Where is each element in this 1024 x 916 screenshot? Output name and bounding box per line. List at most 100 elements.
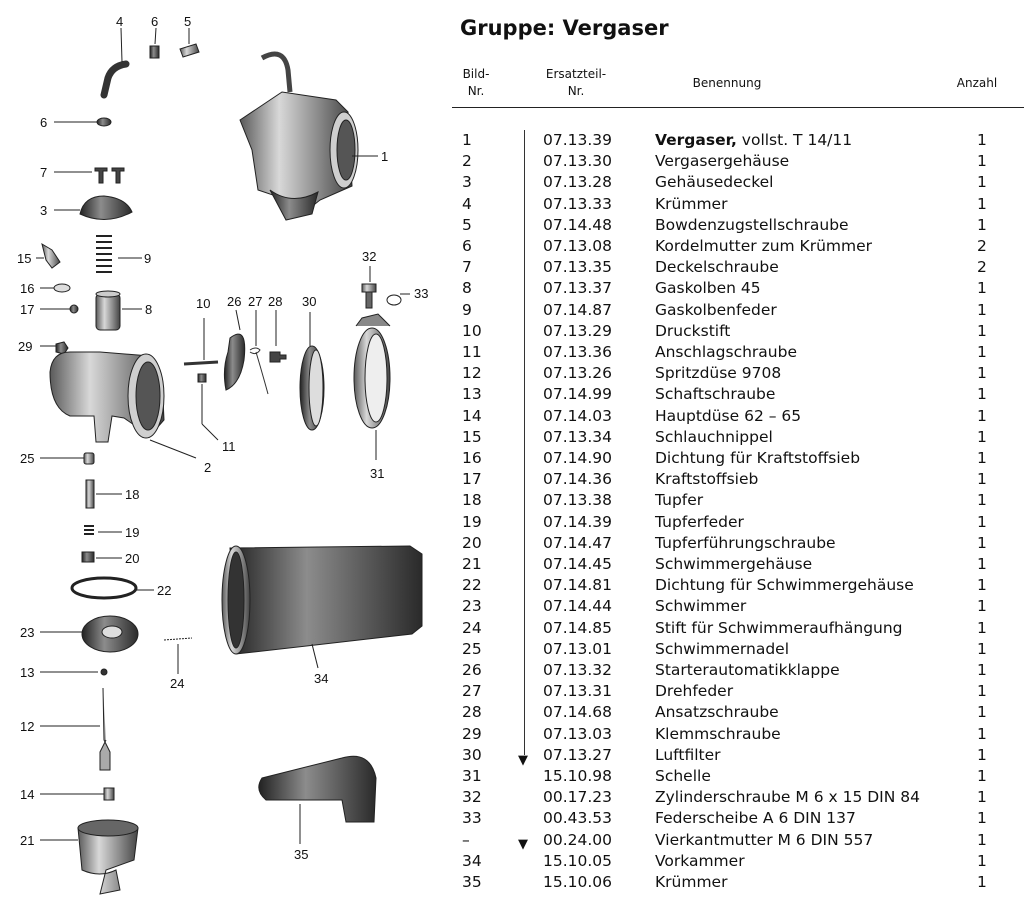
callout-21: 21 bbox=[20, 833, 34, 848]
row-benennung: Schaftschraube bbox=[655, 384, 775, 405]
header-bild-line2: Nr. bbox=[467, 84, 485, 98]
callout-19: 19 bbox=[125, 525, 139, 540]
part-26-starterklappe bbox=[223, 309, 246, 391]
header-bild-nr: Bild- Nr. bbox=[456, 66, 496, 100]
row-anzahl: 1 bbox=[977, 682, 987, 701]
row-benennung-text: Spritzdüse 9708 bbox=[655, 364, 782, 383]
callout-17: 17 bbox=[20, 302, 34, 317]
callout-4: 4 bbox=[116, 14, 123, 29]
row-anzahl: 1 bbox=[977, 152, 987, 171]
row-anzahl: 1 bbox=[977, 470, 987, 489]
row-anzahl: 1 bbox=[977, 555, 987, 573]
part-29-klemmschraube bbox=[40, 341, 69, 355]
callout-7: 7 bbox=[40, 165, 47, 180]
row-anzahl: 1 bbox=[977, 279, 987, 298]
row-ersatzteil-nr: 07.14.45 bbox=[543, 555, 613, 573]
row-bild-nr: 12 bbox=[462, 364, 482, 383]
row-benennung-text: Luftfilter bbox=[655, 745, 721, 764]
row-anzahl: 1 bbox=[977, 830, 987, 849]
row-anzahl: 1 bbox=[977, 131, 987, 149]
row-anzahl: 1 bbox=[977, 427, 987, 446]
callout-5: 5 bbox=[184, 14, 191, 29]
row-benennung: Schelle bbox=[655, 766, 711, 787]
row-ersatzteil-nr: 07.13.29 bbox=[543, 321, 613, 340]
row-ersatzteil-nr: 07.14.68 bbox=[543, 703, 613, 722]
part-4-kruemmer bbox=[100, 27, 130, 99]
row-benennung: Federscheibe A 6 DIN 137 bbox=[655, 808, 856, 829]
header-ersatzteil-nr: Ersatzteil- Nr. bbox=[536, 66, 616, 100]
row-ersatzteil-nr: 15.10.98 bbox=[543, 767, 613, 785]
callout-15: 15 bbox=[17, 251, 31, 266]
row-anzahl: 1 bbox=[977, 851, 987, 870]
row-anzahl: 1 bbox=[977, 703, 987, 722]
row-ersatzteil-nr: 07.13.27 bbox=[543, 745, 613, 764]
row-benennung: Stift für Schwimmeraufhängung bbox=[655, 618, 903, 639]
row-bild-nr: 13 bbox=[462, 385, 482, 404]
callout-33: 33 bbox=[414, 286, 428, 301]
row-benennung: Druckstift bbox=[655, 321, 730, 342]
row-anzahl: 1 bbox=[977, 639, 987, 658]
row-benennung: Schwimmergehäuse bbox=[655, 554, 812, 575]
callout-29: 29 bbox=[18, 339, 32, 354]
callout-20: 20 bbox=[125, 551, 139, 566]
row-benennung: Gaskolben 45 bbox=[655, 278, 761, 299]
row-bild-nr: 11 bbox=[462, 343, 482, 361]
row-bild-nr: 25 bbox=[462, 639, 482, 658]
row-ersatzteil-nr: 07.14.39 bbox=[543, 512, 613, 531]
row-benennung-text: Gaskolben 45 bbox=[655, 279, 761, 298]
callout-14: 14 bbox=[20, 787, 34, 802]
part-6-kordelmutter-top bbox=[149, 27, 160, 59]
row-benennung-text: Vorkammer bbox=[655, 851, 745, 870]
row-anzahl: 1 bbox=[977, 533, 987, 552]
row-benennung: Gaskolbenfeder bbox=[655, 300, 777, 321]
header-ersatzteil-line1: Ersatzteil- bbox=[545, 67, 607, 81]
callout-18: 18 bbox=[125, 487, 139, 502]
row-benennung-text: Schwimmernadel bbox=[655, 639, 790, 658]
row-bild-nr: 4 bbox=[462, 194, 472, 213]
callout-28: 28 bbox=[268, 294, 282, 309]
row-benennung: Deckelschraube bbox=[655, 257, 779, 278]
row-benennung: Anschlagschraube bbox=[655, 342, 797, 363]
row-anzahl: 1 bbox=[977, 724, 987, 743]
row-benennung: Dichtung für Kraftstoffsieb bbox=[655, 448, 860, 469]
row-benennung: Schwimmernadel bbox=[655, 639, 789, 660]
row-benennung-text: Vierkantmutter M 6 DIN 557 bbox=[655, 830, 874, 849]
row-benennung: Tupferführungschraube bbox=[655, 533, 836, 554]
row-benennung-text: Schlauchnippel bbox=[655, 427, 773, 446]
row-anzahl: 1 bbox=[977, 491, 987, 510]
part-35-kruemmer bbox=[258, 755, 377, 844]
row-bild-nr: 34 bbox=[462, 851, 482, 870]
row-benennung: Vorkammer bbox=[655, 851, 745, 872]
row-benennung-text: Hauptdüse 62 – 65 bbox=[655, 406, 802, 425]
row-ersatzteil-nr: 07.13.33 bbox=[543, 194, 613, 213]
row-benennung-text: Tupferfeder bbox=[655, 512, 744, 531]
part-7-deckelschrauben bbox=[54, 167, 125, 184]
exploded-parts-diagram: 4 6 5 1 6 7 3 9 15 16 17 8 29 10 26 27 2… bbox=[17, 14, 428, 895]
callout-24: 24 bbox=[170, 676, 184, 691]
part-1-vergaser bbox=[239, 51, 378, 221]
page-title: Gruppe: Vergaser bbox=[460, 16, 669, 40]
row-anzahl: 1 bbox=[977, 767, 987, 785]
row-benennung: Zylinderschraube M 6 x 15 DIN 84 bbox=[655, 787, 920, 808]
row-benennung-text: Kordelmutter zum Krümmer bbox=[655, 237, 873, 255]
row-benennung-text: Kraftstoffsieb bbox=[655, 470, 759, 489]
row-bild-nr: 5 bbox=[462, 215, 472, 234]
row-benennung-text: Gaskolbenfeder bbox=[655, 300, 777, 319]
row-benennung: Hauptdüse 62 – 65 bbox=[655, 406, 801, 427]
row-benennung: Vierkantmutter M 6 DIN 557 bbox=[655, 830, 873, 851]
row-ersatzteil-nr: 07.13.39 bbox=[543, 131, 613, 149]
row-ersatzteil-nr: 00.24.00 bbox=[543, 830, 613, 849]
header-rule bbox=[452, 107, 1024, 108]
row-anzahl: 1 bbox=[977, 745, 987, 764]
